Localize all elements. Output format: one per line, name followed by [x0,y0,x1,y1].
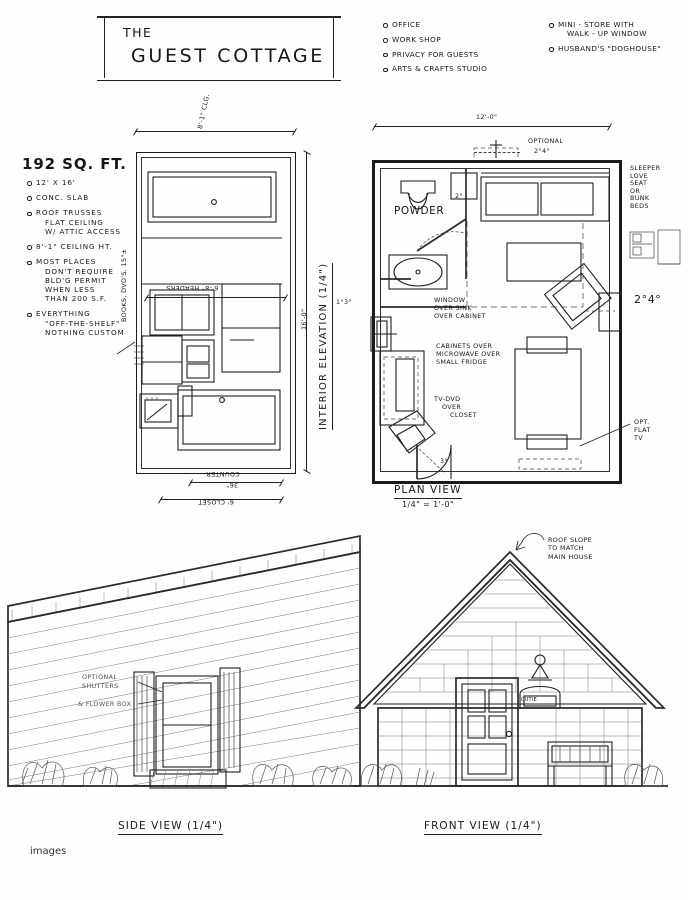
square-footage: 192 sq. ft. [22,155,127,173]
right-window-size: 2°4° [634,293,662,306]
header-dim-line [146,297,286,298]
list-item: Husband's "Doghouse" [548,44,688,53]
list-item: Mini - Store with Walk - up Window [548,20,688,39]
shutters-note: Optional Shutters [82,673,119,690]
counter-dim-value: 36" [226,481,239,490]
plan-width-dim-label: 12'-0" [476,113,498,121]
sleeper-thumbnail-sketch [629,229,681,265]
window-over-sink-note: Window over Sink over Cabinet [434,296,486,321]
plan-width-dim-line [374,126,610,127]
optional-window-size: 2°4° [534,147,550,155]
list-item: Everything "Off-The-Shelf" Nothing Custo… [26,309,130,337]
image-caption: images [30,846,67,857]
optional-window-dash-top [474,152,520,153]
plan-linework [370,168,622,480]
feature-list-left: Office Work Shop Privacy for Guests Arts… [382,20,542,79]
powder-room-label: Powder [394,205,445,217]
counter-dim-line [190,482,282,483]
list-item: 8'-1" Ceiling Ht. [26,242,130,251]
plan-interior-wall-face [380,168,610,472]
list-item: Office [382,20,542,29]
roof-slope-note: Roof Slope To Match Main House [548,536,593,561]
side-view-label: Side View (1/4") [118,820,224,836]
elevation-top-dim-line [135,131,295,132]
flower-box-note: & Flower Box [78,700,132,708]
feature-list-right: Mini - Store with Walk - up Window Husba… [548,20,688,59]
front-view-linework [353,550,668,787]
front-view-label: Front View (1/4") [424,820,542,836]
interior-elevation-label: Interior Elevation (1/4") [318,262,333,430]
shelf-note-leader [116,341,136,355]
roof-slope-leader [515,533,545,551]
flat-tv-leader [579,423,631,447]
shelf-note: Books, DVD's, 15"± [120,248,128,322]
elevation-outline [136,152,296,474]
list-item: Privacy for Guests [382,50,542,59]
list-item: Arts & Crafts Studio [382,64,542,73]
elevation-height-dim-line [306,152,307,472]
optional-window-label: Optional [528,137,564,145]
list-item: 12' x 16' [26,178,130,187]
title-line-2: Guest Cottage [131,45,325,67]
list-item: Conc. Slab [26,193,130,202]
list-item: Roof Trusses Flat Ceiling w/ Attic Acces… [26,208,130,236]
closet-dim-line [160,499,282,500]
flat-tv-note: Opt. Flat TV [634,418,651,442]
title-line-1: The [123,25,153,40]
elevation-height-dim-label: 16'-0" [300,308,308,330]
header-dim-label: 6'-8" Headers [166,284,219,293]
list-item: Most Places Don't Require Bld'g Permit W… [26,257,130,303]
counter-dim-label: Counter [206,470,240,479]
plan-view-scale: 1/4" = 1'-0" [402,500,455,509]
powder-door-size: 2° [455,192,463,200]
sleeper-note: Sleeper Love Seat or Bunk Beds [630,164,661,210]
elevation-linework [134,171,282,451]
elevation-top-dim-label: 8'-1" clg. [196,93,212,130]
plan-view-label: Plan View [394,484,462,500]
side-view-linework [7,534,361,789]
closet-dim-label: 6' Closet [198,498,234,507]
entry-door-size: 3° [440,457,448,465]
title-block: The Guest Cottage [97,16,341,81]
elevation-inner-outline [141,157,291,469]
list-item: Work Shop [382,35,542,44]
sign-text: Cutie [521,697,537,703]
shutters-note-leader [137,681,163,705]
spec-list: 12' x 16' Conc. Slab Roof Trusses Flat C… [26,178,130,343]
cabinets-note: Cabinets over Microwave over Small Fridg… [436,342,501,367]
wall-sign-and-sconce [519,654,561,709]
left-window-size: 1°3° [336,298,352,306]
tv-dvd-note: TV-DVD over Closet [434,395,477,420]
